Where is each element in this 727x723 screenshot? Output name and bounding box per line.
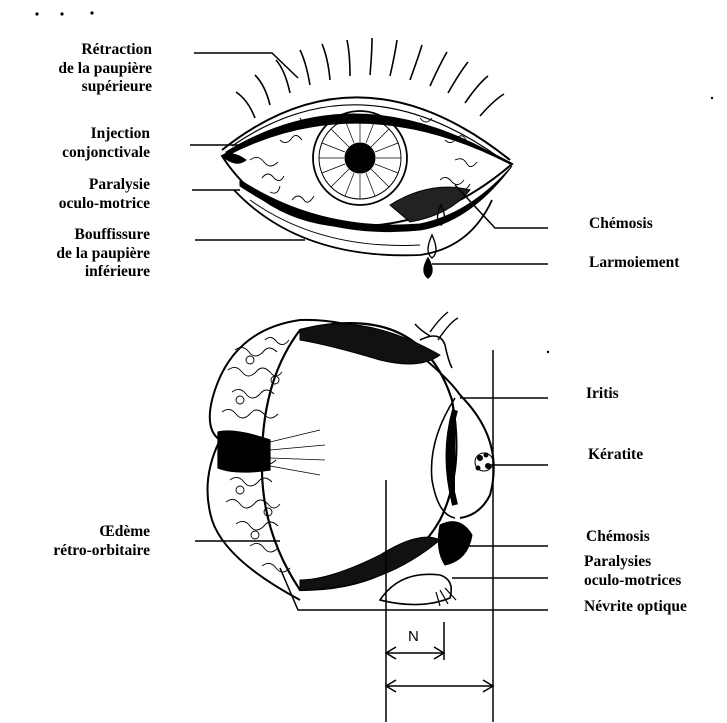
label-line: Chémosis [586,528,650,547]
inferior-muscle [300,537,440,590]
label-tearing: Larmoiement [589,254,679,273]
chemosis-section [438,522,472,565]
label-line: supérieure [58,78,152,97]
label-chemosis-section: Chémosis [586,528,650,547]
label-line: oculo-motrices [584,572,681,591]
superior-muscle [300,324,440,364]
orbit-cross-section [208,312,494,606]
label-line: Paralysies [584,553,681,572]
label-line: Injection [62,125,150,144]
label-retro-orbital-edema: Œdème rétro-orbitaire [53,523,150,560]
label-line: oculo-motrice [59,195,150,214]
lower-lid-margin [240,166,512,232]
label-line: Paralysie [59,176,150,195]
label-oculomotor-paralyses: Paralysies oculo-motrices [584,553,681,590]
front-view-eye [222,38,512,278]
label-line: Névrite optique [584,598,687,617]
label-retraction-upper-lid: Rétraction de la paupière supérieure [58,41,152,97]
label-lower-lid-puffiness: Bouffissure de la paupière inférieure [56,226,150,282]
label-conjunctival-injection: Injection conjonctivale [62,125,150,162]
label-line: de la paupière [58,60,152,79]
label-line: de la paupière [56,245,150,264]
label-line: conjonctivale [62,144,150,163]
lower-eyelid-section [380,574,451,604]
label-keratitis: Kératite [588,446,643,465]
label-line: Bouffissure [56,226,150,245]
label-oculomotor-paralysis: Paralysie oculo-motrice [59,176,150,213]
pupil [345,143,375,173]
label-line: Iritis [586,385,619,404]
label-optic-neuritis: Névrite optique [584,598,687,617]
tear-drop-2 [428,235,436,258]
label-line: inférieure [56,263,150,282]
label-line: Kératite [588,446,643,465]
keratitis-lesion [475,453,493,471]
label-line: Œdème [53,523,150,542]
label-line: Rétraction [58,41,152,60]
label-line: rétro-orbitaire [53,542,150,561]
label-chemosis-front: Chémosis [589,215,653,234]
tear-drop-3 [424,258,432,278]
dimension-label-n: N [408,628,419,647]
label-iritis: Iritis [586,385,619,404]
